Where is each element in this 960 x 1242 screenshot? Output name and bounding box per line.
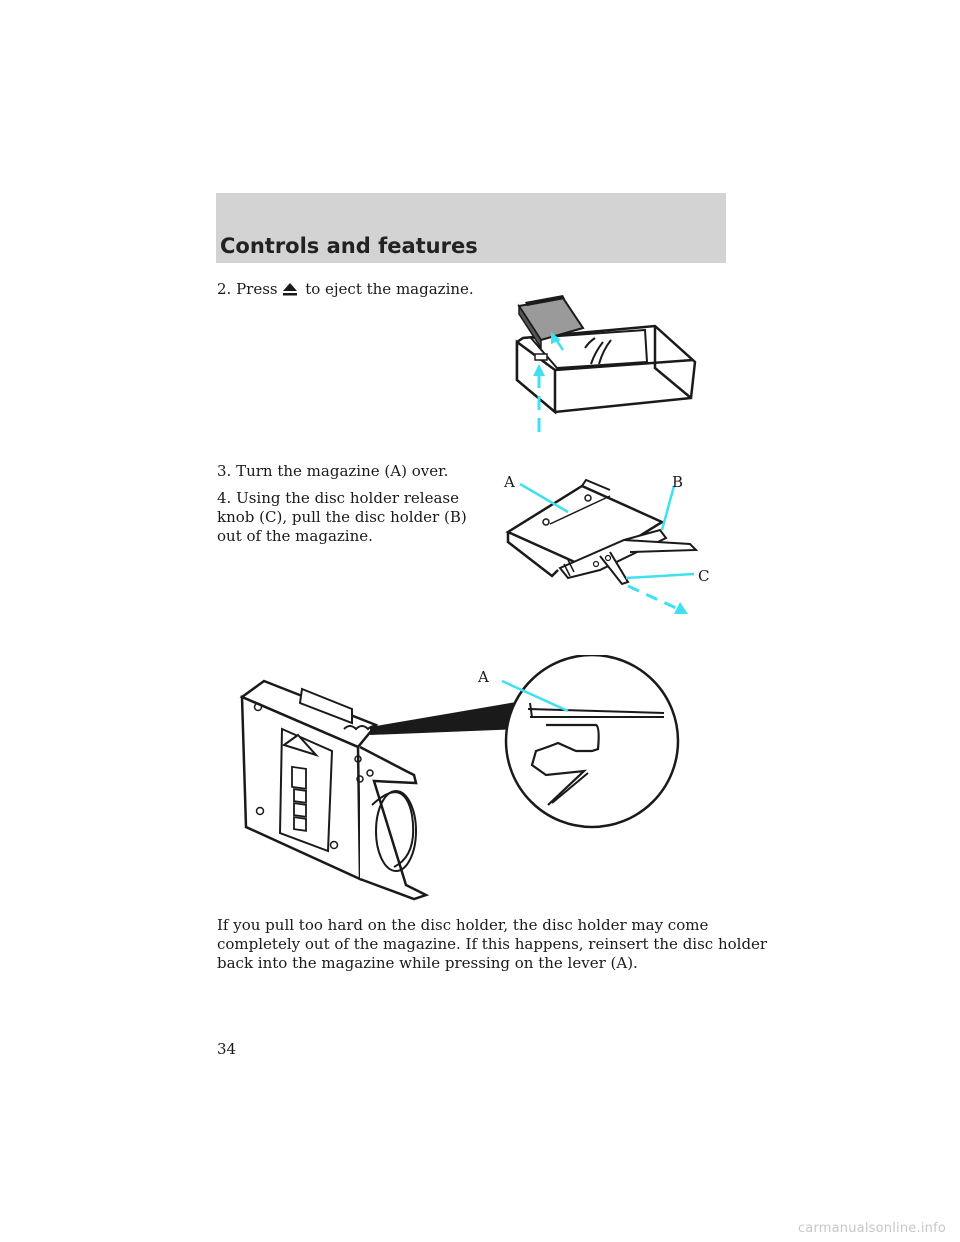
step-4-line: 4. Using the disc holder release bbox=[217, 489, 459, 507]
step-3-text: 3. Turn the magazine (A) over. bbox=[217, 462, 449, 480]
step-2-text: 2. Press to eject the magazine. bbox=[217, 280, 474, 301]
callout-label-b: B bbox=[672, 473, 683, 491]
disc-holder-lever-detail-illustration: A bbox=[239, 655, 680, 901]
step-2-prefix: 2. Press bbox=[217, 280, 278, 298]
callout-label-a: A bbox=[503, 473, 515, 491]
eject-icon bbox=[282, 282, 300, 301]
step-4-line: out of the magazine. bbox=[217, 527, 373, 545]
note-line: completely out of the magazine. If this … bbox=[217, 935, 768, 953]
page-number: 34 bbox=[217, 1040, 237, 1058]
step-4-line: knob (C), pull the disc holder (B) bbox=[217, 508, 467, 526]
note-line: If you pull too hard on the disc holder,… bbox=[217, 916, 709, 934]
watermark: carmanualsonline.info bbox=[797, 1221, 946, 1236]
callout-label-c: C bbox=[698, 567, 709, 585]
note-line: back into the magazine while pressing on… bbox=[217, 954, 638, 972]
magazine-disc-holder-illustration: A B C bbox=[503, 473, 709, 614]
section-title: Controls and features bbox=[220, 234, 478, 258]
step-2-suffix: to eject the magazine. bbox=[305, 280, 474, 298]
callout-label-a: A bbox=[477, 668, 489, 686]
section-header-band bbox=[216, 193, 726, 263]
note-paragraph: If you pull too hard on the disc holder,… bbox=[217, 916, 767, 973]
step-4-text: 4. Using the disc holder release knob (C… bbox=[217, 489, 467, 546]
cd-changer-eject-illustration bbox=[515, 295, 697, 432]
